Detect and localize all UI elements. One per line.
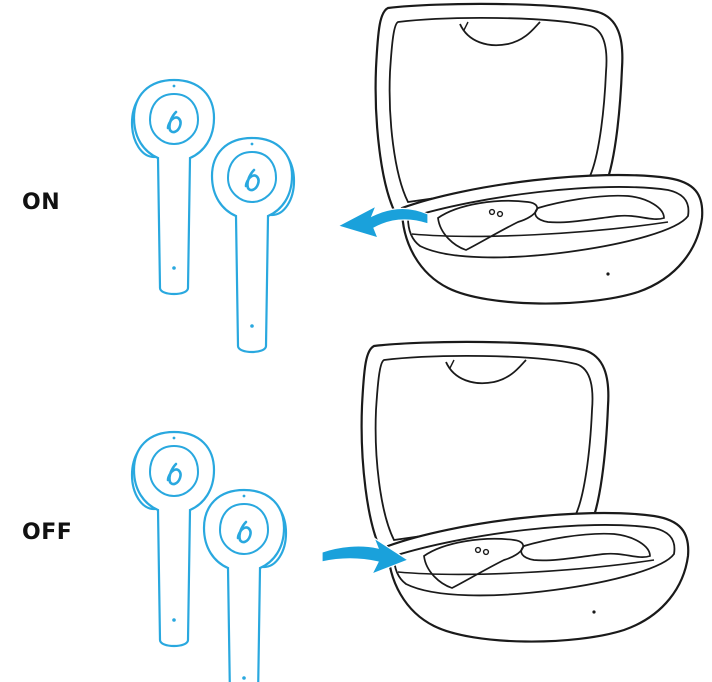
earbud-left-top — [130, 78, 216, 296]
on-label: ON — [22, 190, 61, 215]
off-label: OFF — [22, 520, 73, 545]
arrow-in-icon — [321, 536, 410, 576]
charging-case-bottom — [360, 340, 690, 643]
earbud-left-bottom — [130, 430, 216, 648]
arrow-out-icon — [336, 204, 429, 239]
charging-case-top — [374, 2, 704, 305]
earbud-right-bottom — [202, 488, 288, 682]
